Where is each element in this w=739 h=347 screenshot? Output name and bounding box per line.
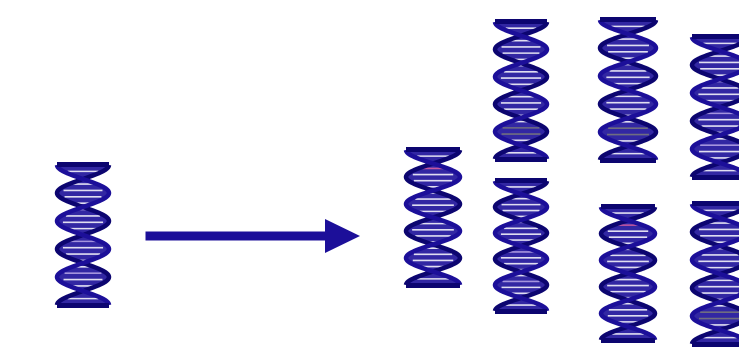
dna-helix-icon [492,19,550,162]
helix-strand [689,35,739,173]
helix-cap [57,303,109,308]
helix-strand [54,163,112,307]
helix-cap [406,283,460,288]
helix-cap [600,17,656,22]
helix-cap [692,342,739,347]
helix-cap [406,147,460,152]
helix-cap [57,162,109,167]
helix-cap [495,309,547,314]
helix-strand [492,179,550,313]
dna-helix-icon [598,204,658,343]
dna-helix-icon [492,178,550,314]
arrow-right-icon [145,219,360,253]
helix-cap [495,178,547,183]
dna-helix-icon [689,201,739,347]
helix-cap [692,175,739,180]
dna-helix-icon [403,147,463,288]
dna-helix-icon [54,162,112,308]
helix-cap [692,201,739,206]
helix-cap [601,204,655,209]
helix-group [54,17,739,347]
helix-cap [692,34,739,39]
helix-cap [495,157,547,162]
arrow-head [325,219,360,253]
helix-strand [598,205,658,342]
helix-strand [492,20,550,161]
dna-helix-icon [597,17,659,163]
helix-cap [601,338,655,343]
dna-helix-icon [689,34,739,180]
helix-strand [403,148,463,287]
helix-strand [597,18,659,162]
helix-cap [600,158,656,163]
helix-strand [689,202,739,340]
helix-cap [495,19,547,24]
